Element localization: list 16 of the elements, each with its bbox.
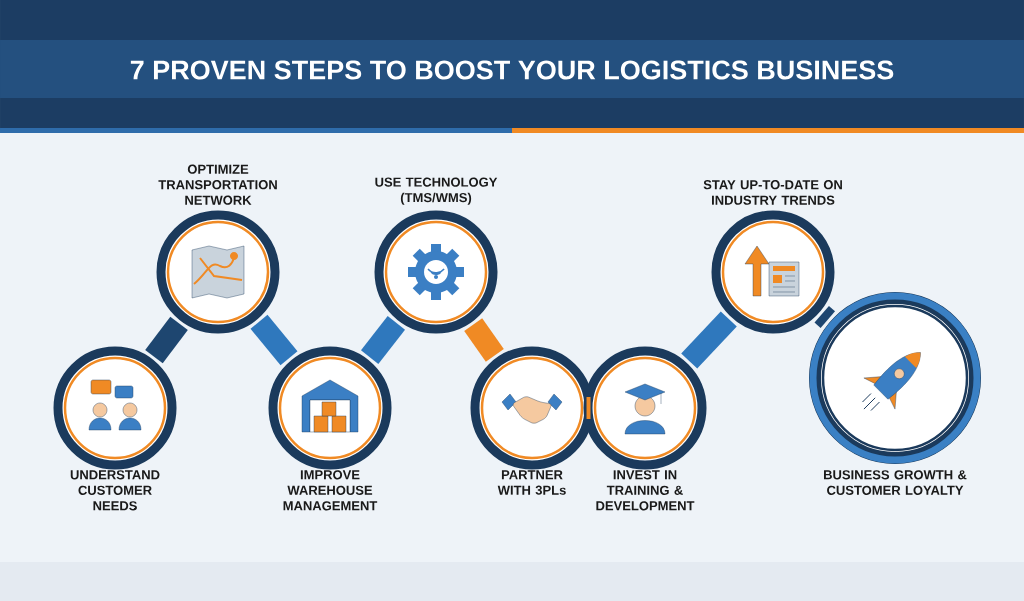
step-label: USE TECHNOLOGY (TMS/WMS) xyxy=(375,177,498,205)
step-label: STAY UP-TO-DATE ON INDUSTRY TRENDS xyxy=(703,180,842,205)
connector-band xyxy=(250,314,298,366)
connector-band xyxy=(814,306,836,328)
connector-band xyxy=(681,311,737,369)
connector-band xyxy=(145,316,188,364)
step-label: PARTNER WITH 3PLs xyxy=(497,470,566,495)
step-label: UNDERSTAND CUSTOMER NEEDS xyxy=(70,470,160,511)
connector-band xyxy=(464,318,504,362)
step-label: IMPROVE WAREHOUSE MANAGEMENT xyxy=(283,470,378,511)
connector-band xyxy=(586,397,591,419)
step-label: BUSINESS GROWTH & CUSTOMER LOYALTY xyxy=(824,470,967,495)
connector-band xyxy=(361,316,406,364)
step-label: OPTIMIZE TRANSPORTATION NETWORK xyxy=(158,164,277,205)
title: 7 PROVEN STEPS TO BOOST YOUR LOGISTICS BUSINESS xyxy=(130,60,894,80)
step-label: INVEST IN TRAINING & DEVELOPMENT xyxy=(596,470,695,511)
